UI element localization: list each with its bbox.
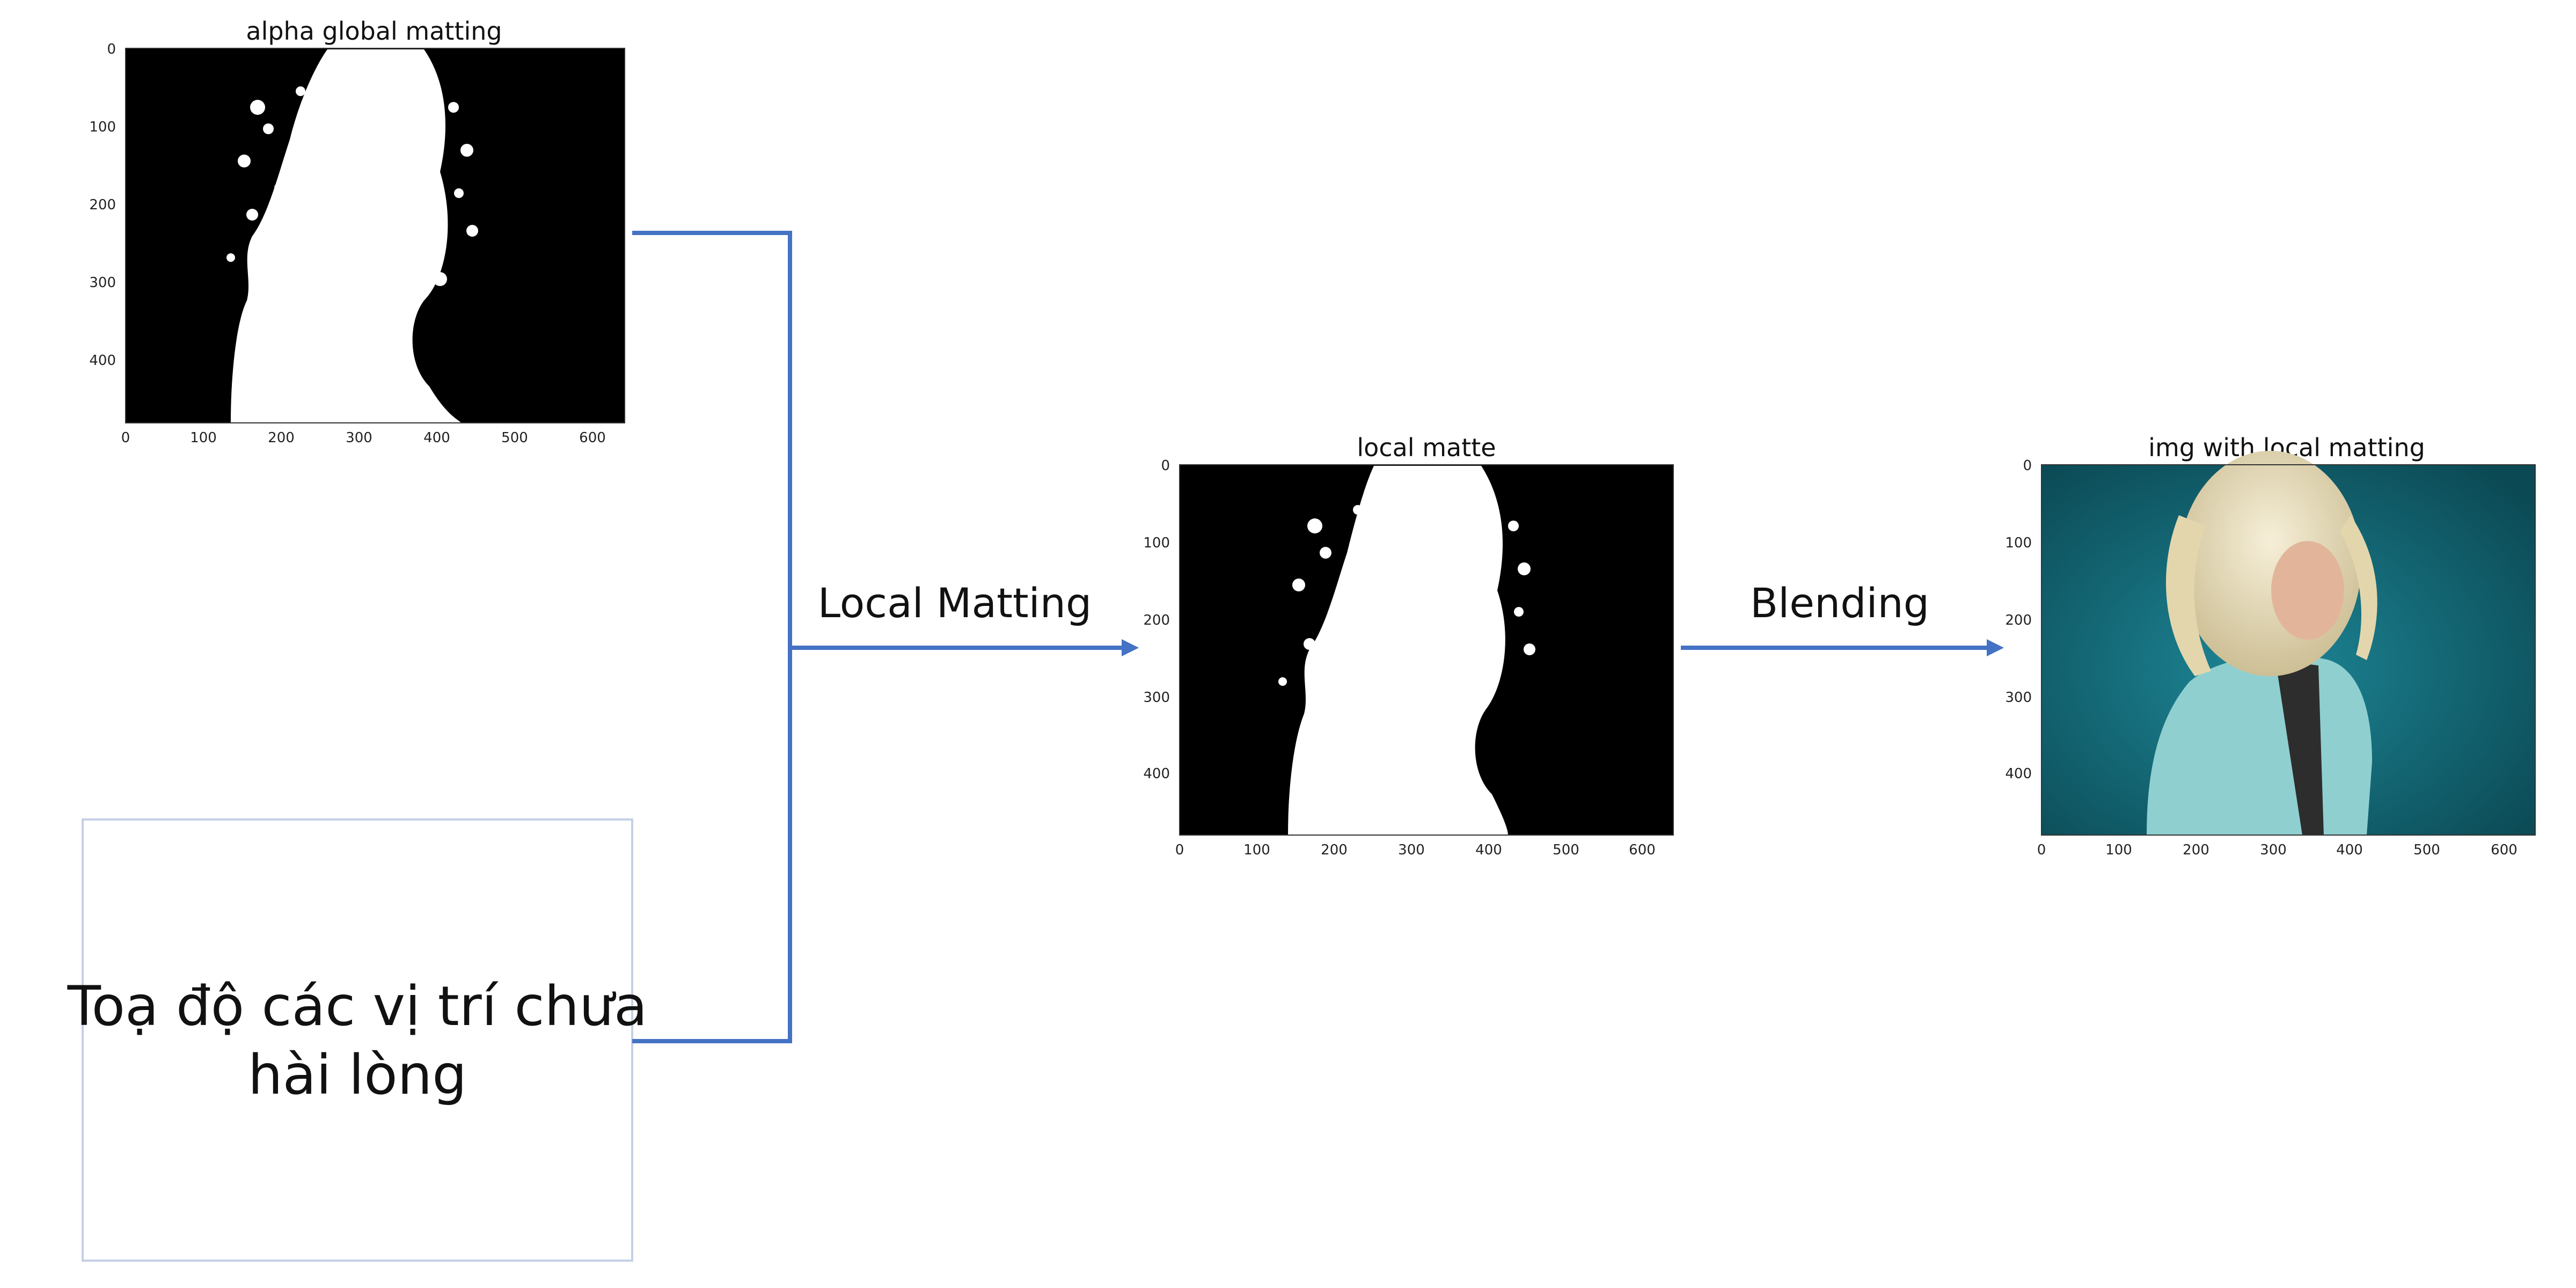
blending-label: Blending	[1750, 579, 1929, 627]
person-hair-curls-left	[2166, 515, 2211, 676]
y-tick: 300	[89, 275, 116, 291]
x-tick: 400	[1475, 842, 1502, 858]
panel-title-local-matte: local matte	[1357, 433, 1496, 462]
matte-hair-strands	[1278, 505, 1535, 699]
x-tick: 0	[2037, 842, 2046, 858]
y-tick: 400	[2005, 766, 2032, 782]
y-tick: 400	[1143, 766, 1170, 782]
x-axis-global: 0 100 200 300 400 500 600	[121, 430, 606, 446]
coords-box-line2: hài lòng	[248, 1043, 467, 1107]
y-axis-global: 0 100 200 300 400	[89, 41, 116, 369]
x-tick: 500	[1553, 842, 1579, 858]
panel-title-alpha-global: alpha global matting	[246, 17, 502, 46]
x-tick: 100	[1243, 842, 1270, 858]
x-axis-local: 0 100 200 300 400 500 600	[1175, 842, 1656, 858]
x-tick: 0	[1175, 842, 1184, 858]
x-tick: 600	[2491, 842, 2518, 858]
x-tick: 300	[1398, 842, 1425, 858]
matte-hair-strands	[226, 86, 478, 286]
y-tick: 200	[2005, 612, 2032, 628]
local-matting-label: Local Matting	[818, 579, 1092, 627]
matte-frame	[1179, 464, 1674, 836]
y-tick: 100	[1143, 535, 1170, 551]
x-tick: 300	[2260, 842, 2287, 858]
y-tick: 300	[1143, 690, 1170, 706]
x-tick: 100	[190, 430, 217, 446]
matte-silhouette	[1288, 466, 1508, 835]
x-tick: 600	[579, 430, 606, 446]
y-axis-local: 0 100 200 300 400	[1143, 458, 1170, 782]
y-tick: 0	[107, 41, 116, 57]
x-tick: 0	[121, 430, 130, 446]
person-sweater	[2275, 660, 2324, 835]
panel-local-matte: local matte 0 100 200 300 400 500 600	[1143, 433, 1674, 858]
x-tick: 200	[268, 430, 295, 446]
x-tick: 400	[423, 430, 450, 446]
coords-box-border	[82, 818, 633, 1262]
local-matting-arrowhead	[1122, 639, 1139, 656]
merge-bracket-line	[632, 231, 792, 1043]
x-tick: 100	[2105, 842, 2132, 858]
x-tick: 400	[2336, 842, 2363, 858]
coords-box: Toạ độ các vị trí chưa hài lòng	[67, 818, 648, 1262]
matte-image-global	[125, 48, 625, 423]
panel-alpha-global-matting: alpha global matting 0 100 200 300 400 5…	[89, 17, 625, 446]
matte-silhouette	[231, 49, 462, 423]
x-tick: 600	[1629, 842, 1656, 858]
y-tick: 200	[89, 197, 116, 213]
person-hair-curls-right	[2340, 515, 2377, 660]
x-axis-img: 0 100 200 300 400 500 600	[2037, 842, 2518, 858]
y-tick: 200	[1143, 612, 1170, 628]
matte-image-local	[1179, 464, 1674, 836]
x-tick: 200	[2183, 842, 2209, 858]
x-tick: 300	[346, 430, 372, 446]
coords-box-line1: Toạ độ các vị trí chưa	[67, 975, 648, 1038]
y-tick: 400	[89, 353, 116, 369]
y-tick: 300	[2005, 690, 2032, 706]
y-tick: 0	[1161, 458, 1170, 474]
y-axis-img: 0 100 200 300 400	[2005, 458, 2032, 782]
panel-img-with-local-matting: img with local matting 0 100 200 300 400…	[2005, 433, 2536, 858]
blending-arrowhead	[1987, 639, 2004, 656]
matte-frame	[125, 48, 625, 423]
y-tick: 100	[2005, 535, 2032, 551]
y-tick: 0	[2023, 458, 2032, 474]
x-tick: 500	[501, 430, 528, 446]
x-tick: 200	[1321, 842, 1348, 858]
connector-lines: Local Matting Blending	[632, 231, 2004, 1043]
composite-image	[2041, 451, 2536, 836]
person-face	[2271, 541, 2344, 640]
image-frame	[2041, 464, 2536, 836]
y-tick: 100	[89, 119, 116, 135]
x-tick: 500	[2413, 842, 2440, 858]
